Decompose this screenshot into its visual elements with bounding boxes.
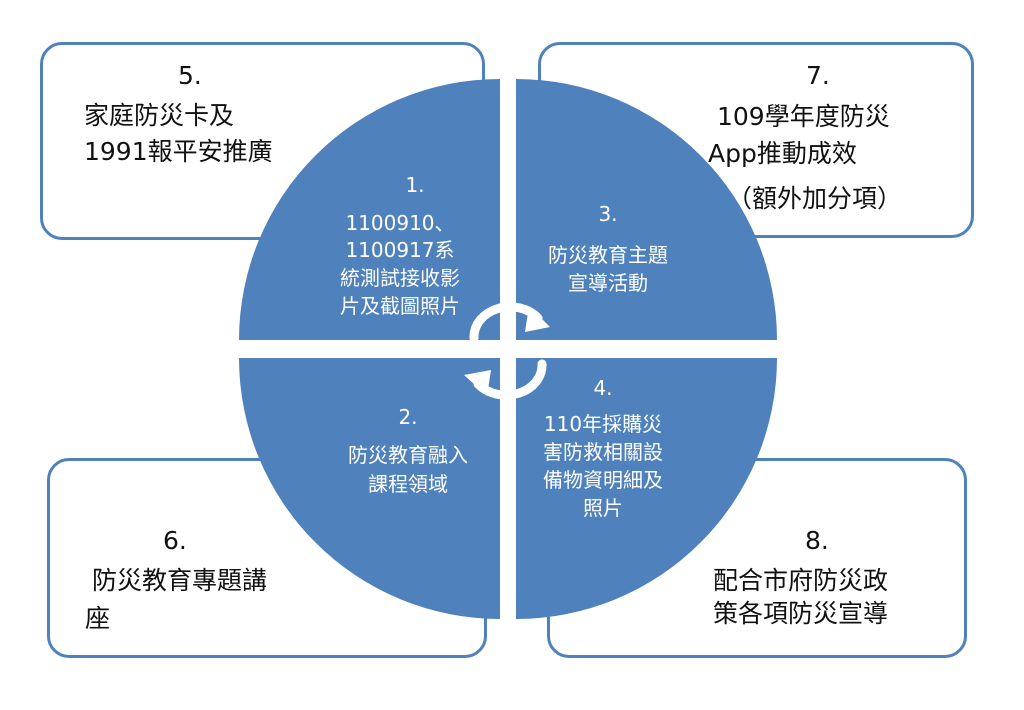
- quadrant-3-number: 3.: [598, 202, 618, 226]
- cycle-arrow-icon: [464, 302, 550, 400]
- quadrant-3: [516, 79, 777, 340]
- quadrant-1-line-1: 1100910、: [345, 211, 455, 235]
- quadrant-4: [516, 358, 777, 619]
- quadrant-1: [239, 79, 500, 340]
- quadrant-4-line-4: 照片: [583, 496, 623, 520]
- quadrant-2: [239, 358, 500, 619]
- quadrant-4-line-1: 110年採購災: [543, 412, 663, 436]
- card-8-line-2: 策各項防災宣導: [713, 599, 889, 628]
- quadrant-1-line-4: 片及截圖照片: [340, 294, 460, 318]
- card-7-line-2: App推動成效: [708, 139, 857, 168]
- quadrant-3-line-1: 防災教育主題: [548, 243, 668, 267]
- card-6-line-1: 防災教育專題講: [92, 566, 268, 595]
- card-7-line-3: （額外加分項）: [727, 184, 903, 213]
- card-8-line-1: 配合市府防災政: [713, 566, 889, 595]
- card-5-line-1: 家庭防災卡及: [84, 101, 235, 130]
- quadrant-4-number: 4.: [593, 376, 613, 400]
- card-5-line-2: 1991報平安推廣: [84, 137, 273, 166]
- quadrant-4-line-2: 害防救相關設: [543, 440, 663, 464]
- quadrant-2-number: 2.: [398, 405, 418, 429]
- card-6-line-2: 座: [85, 604, 111, 633]
- quadrant-2-line-1: 防災教育融入: [348, 443, 468, 467]
- quadrant-3-line-2: 宣導活動: [568, 271, 648, 295]
- quadrant-1-line-2: 1100917系: [345, 238, 455, 262]
- quadrant-4-line-3: 備物資明細及: [543, 468, 663, 492]
- card-7-number: 7.: [806, 61, 830, 90]
- card-8-number: 8.: [805, 526, 829, 555]
- quadrant-2-line-2: 課程領域: [368, 472, 448, 496]
- quadrant-1-number: 1.: [405, 173, 425, 197]
- quadrant-1-line-3: 統測試接收影: [340, 266, 460, 290]
- card-6-number: 6.: [163, 526, 187, 555]
- card-5-number: 5.: [178, 61, 202, 90]
- card-7-line-1: 109學年度防災: [717, 102, 890, 131]
